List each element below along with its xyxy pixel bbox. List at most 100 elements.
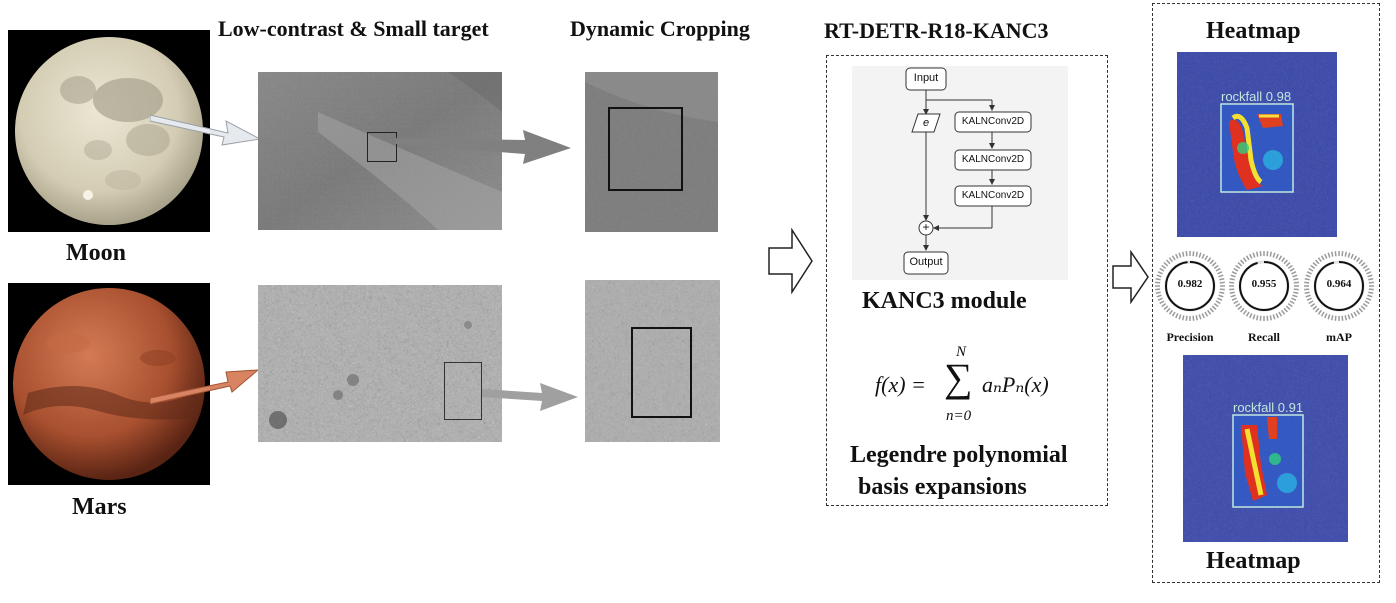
gauge-tick	[1341, 315, 1344, 321]
gauge-tick	[1266, 315, 1269, 321]
gauge-tick	[1255, 251, 1259, 257]
gauge-tick	[1192, 251, 1195, 257]
gauge-tick	[1287, 264, 1293, 269]
gauge-tick	[1350, 253, 1354, 259]
gauge-tick	[1341, 251, 1344, 257]
gauge-tick	[1255, 315, 1259, 321]
gauge-tick	[1219, 291, 1225, 295]
gauge-tick	[1215, 300, 1221, 305]
gauge-tick	[1209, 259, 1214, 265]
gauge-tick	[1327, 252, 1331, 258]
gauge-tick	[1287, 303, 1293, 308]
kanc3-flow-graphic	[903, 67, 1032, 275]
gauge-tick	[1364, 300, 1370, 305]
kanc3-module-diagram: Input e KALNConv2D KALNConv2D KALNConv2D…	[852, 66, 1068, 280]
gauge-tick	[1178, 314, 1182, 320]
gauge-tick	[1233, 267, 1239, 272]
mars-crop-image	[585, 280, 720, 442]
gauge-tick	[1252, 252, 1256, 258]
gauge-tick	[1304, 281, 1310, 284]
gauge-tick	[1367, 274, 1373, 278]
gauge-tick	[1230, 294, 1236, 298]
gauge-tick	[1159, 300, 1165, 305]
gauge-tick	[1204, 311, 1209, 317]
gauge-tick	[1347, 252, 1351, 258]
moon-crop-graphic	[585, 72, 718, 232]
gauge-tick	[1292, 294, 1298, 298]
gauge-tick	[1358, 259, 1363, 265]
gauge-tick	[1289, 300, 1295, 305]
gauge-tick	[1168, 257, 1173, 263]
gauge-tick	[1155, 281, 1161, 284]
gauge-tick	[1292, 274, 1298, 278]
gauge-tick	[1330, 251, 1334, 257]
gauge-tick	[1195, 251, 1199, 257]
gauge-tick	[1347, 314, 1351, 320]
gauge-tick	[1237, 305, 1243, 310]
gauge-tick	[1242, 309, 1247, 315]
map-label: mAP	[1326, 330, 1352, 344]
gauge-tick	[1159, 267, 1165, 272]
gauge-tick	[1293, 291, 1299, 295]
gauge-tick	[1171, 255, 1176, 261]
gauge-tick	[1156, 274, 1162, 278]
gauge-tick	[1367, 294, 1373, 298]
gauge-tick	[1161, 303, 1167, 308]
gauge-tick	[1308, 300, 1314, 305]
precision-label: Precision	[1166, 330, 1214, 344]
gauge-tick	[1156, 294, 1162, 298]
flow-input-label: Input	[913, 72, 939, 84]
gauge-tick	[1368, 277, 1374, 281]
gauge-tick	[1312, 262, 1318, 267]
mars-image	[8, 283, 210, 485]
gauge-tick	[1157, 271, 1163, 275]
gauge-tick	[1195, 315, 1199, 321]
gauge-tick	[1306, 297, 1312, 301]
gauge-tick	[1283, 307, 1288, 313]
gauge-tick	[1245, 255, 1250, 261]
gauge-tick	[1209, 307, 1214, 313]
gauge-tick	[1356, 309, 1361, 315]
gauge-tick	[1166, 307, 1171, 313]
precision-value: 0.982	[1177, 278, 1203, 290]
gauge-tick	[1219, 288, 1225, 291]
formula-sigma: ∑	[944, 355, 973, 400]
gauge-tick	[1320, 255, 1325, 261]
gauge-tick	[1283, 259, 1288, 265]
gauge-tick	[1175, 313, 1179, 319]
gauge-tick	[1161, 264, 1167, 269]
mars-crop-box	[631, 327, 692, 418]
gauge-tick	[1215, 267, 1221, 272]
arrow-to-results	[1112, 250, 1149, 304]
recall-value: 0.955	[1251, 278, 1277, 290]
gauge-tick	[1281, 309, 1286, 315]
gauge-tick	[1272, 252, 1276, 258]
gauge-tick	[1310, 264, 1316, 269]
gauge-tick	[1229, 277, 1235, 281]
gauge-tick	[1237, 262, 1243, 267]
gauge-tick	[1308, 267, 1314, 272]
flow-conv3-label: KALNConv2D	[961, 190, 1025, 201]
gauge-tick	[1229, 281, 1235, 284]
gauge-tick	[1368, 281, 1374, 284]
gauge-tick	[1317, 309, 1322, 315]
gauge-tick	[1360, 262, 1366, 267]
arrow-mars-to-crop	[482, 383, 578, 411]
gauge-tick	[1304, 288, 1310, 291]
heatmap-bottom-image: rockfall 0.91	[1183, 355, 1348, 542]
gauge-tick	[1181, 315, 1185, 321]
moon-target-box	[367, 132, 397, 162]
mars-graphic	[13, 288, 205, 480]
gauge-tick	[1285, 305, 1291, 310]
legendre-caption-line2: basis expansions	[858, 474, 1027, 500]
gauge-tick	[1293, 288, 1299, 291]
formula-upper: N	[956, 344, 967, 360]
gauge-tick	[1245, 311, 1250, 317]
arrow-moon-to-terrain	[150, 114, 262, 146]
gauge-tick	[1171, 311, 1176, 317]
heatmap-top-graphic	[1177, 52, 1337, 237]
heatmap-top-title: Heatmap	[1206, 18, 1301, 44]
gauge-tick	[1185, 315, 1188, 321]
gauge-tick	[1330, 315, 1334, 321]
gauge-tick	[1272, 314, 1276, 320]
